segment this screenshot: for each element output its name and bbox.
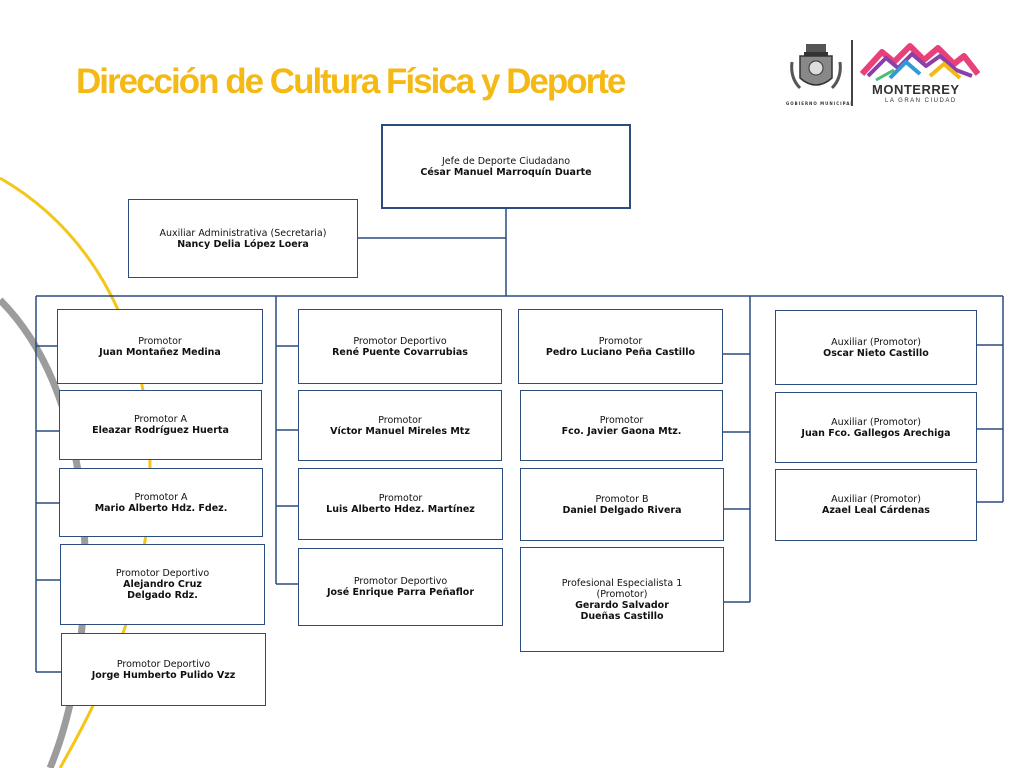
monterrey-mountains-icon xyxy=(860,43,980,82)
node-role: Jefe de Deporte Ciudadano xyxy=(441,155,571,167)
node-name: Gerardo Salvador Dueñas Castillo xyxy=(575,599,669,622)
coat-of-arms-icon xyxy=(790,44,842,90)
node-role: Promotor Deportivo xyxy=(353,576,448,587)
node-name: Nancy Delia López Loera xyxy=(177,238,309,250)
org-node-col4-3: Auxiliar (Promotor) Azael Leal Cárdenas xyxy=(775,469,977,541)
node-name: César Manuel Marroquín Duarte xyxy=(420,166,592,178)
node-role: Promotor A xyxy=(133,414,188,425)
node-name: Mario Alberto Hdz. Fdez. xyxy=(94,502,228,514)
node-role: Promotor xyxy=(599,414,644,426)
node-role: Promotor Deportivo xyxy=(115,568,210,579)
org-node-assistant: Auxiliar Administrativa (Secretaria) Nan… xyxy=(128,199,358,278)
node-role: Promotor Deportivo xyxy=(353,335,447,347)
node-role: Auxiliar (Promotor) xyxy=(831,416,921,428)
node-name: Fco. Javier Gaona Mtz. xyxy=(561,425,682,437)
org-node-col4-2: Auxiliar (Promotor) Juan Fco. Gallegos A… xyxy=(775,392,977,463)
node-role: Auxiliar (Promotor) xyxy=(831,494,921,505)
node-role: Auxiliar Administrativa (Secretaria) xyxy=(159,227,327,239)
node-name: Juan Montañez Medina xyxy=(99,346,221,358)
node-role: Profesional Especialista 1 (Promotor) xyxy=(561,577,683,600)
org-node-col3-4: Profesional Especialista 1 (Promotor) Ge… xyxy=(520,547,724,652)
page-title: Dirección de Cultura Física y Deporte xyxy=(76,62,626,101)
brand-name: MONTERREY xyxy=(872,82,960,97)
node-name: Juan Fco. Gallegos Arechiga xyxy=(801,427,951,439)
org-node-col3-3: Promotor B Daniel Delgado Rivera xyxy=(520,468,724,541)
org-node-col1-2: Promotor A Eleazar Rodríguez Huerta xyxy=(59,390,262,460)
node-role: Promotor xyxy=(138,335,182,347)
org-node-col3-1: Promotor Pedro Luciano Peña Castillo xyxy=(518,309,723,384)
node-role: Promotor Deportivo xyxy=(116,658,211,670)
org-node-col3-2: Promotor Fco. Javier Gaona Mtz. xyxy=(520,390,723,461)
org-node-col2-4: Promotor Deportivo José Enrique Parra Pe… xyxy=(298,548,503,626)
node-role: Auxiliar (Promotor) xyxy=(831,336,921,348)
org-node-col2-3: Promotor Luis Alberto Hdez. Martínez xyxy=(298,468,503,540)
node-role: Promotor B xyxy=(595,493,649,505)
org-node-col2-2: Promotor Víctor Manuel Mireles Mtz xyxy=(298,390,502,461)
node-name: Jorge Humberto Pulido Vzz xyxy=(91,669,236,681)
org-node-head: Jefe de Deporte Ciudadano César Manuel M… xyxy=(381,124,631,209)
org-node-col1-1: Promotor Juan Montañez Medina xyxy=(57,309,263,384)
node-role: Promotor xyxy=(378,493,423,504)
gov-label: GOBIERNO MUNICIPAL xyxy=(786,101,854,106)
node-name: Eleazar Rodríguez Huerta xyxy=(92,425,229,436)
org-node-col1-5: Promotor Deportivo Jorge Humberto Pulido… xyxy=(61,633,266,706)
node-name: Daniel Delgado Rivera xyxy=(562,504,682,516)
node-name: José Enrique Parra Peñaflor xyxy=(326,587,474,598)
node-name: Víctor Manuel Mireles Mtz xyxy=(330,425,470,437)
node-role: Promotor A xyxy=(134,491,188,503)
node-role: Promotor xyxy=(378,414,422,426)
node-name: René Puente Covarrubias xyxy=(332,346,468,358)
org-node-col4-1: Auxiliar (Promotor) Oscar Nieto Castillo xyxy=(775,310,977,385)
node-name: Luis Alberto Hdez. Martínez xyxy=(326,504,475,515)
logo-divider xyxy=(851,40,853,106)
org-node-col2-1: Promotor Deportivo René Puente Covarrubi… xyxy=(298,309,502,384)
org-node-col1-4: Promotor Deportivo Alejandro Cruz Delgad… xyxy=(60,544,265,625)
org-node-col1-3: Promotor A Mario Alberto Hdz. Fdez. xyxy=(59,468,263,537)
node-name: Oscar Nieto Castillo xyxy=(823,347,929,359)
brand-tagline: LA GRAN CIUDAD xyxy=(885,98,957,104)
node-name: Azael Leal Cárdenas xyxy=(822,505,930,516)
node-name: Pedro Luciano Peña Castillo xyxy=(545,346,696,358)
node-role: Promotor xyxy=(598,335,643,347)
node-name: Alejandro Cruz Delgado Rdz. xyxy=(123,579,202,601)
